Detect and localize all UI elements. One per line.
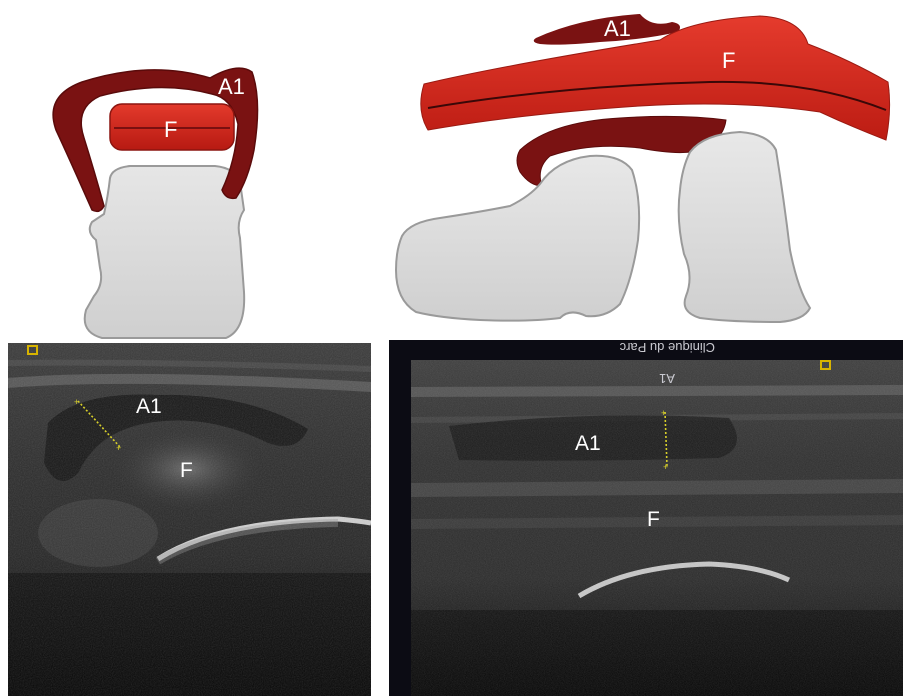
- svg-text:+: +: [663, 462, 668, 472]
- svg-text:+: +: [116, 443, 121, 453]
- pulley-label: A1: [136, 395, 162, 418]
- pulley-label: A1: [218, 74, 245, 99]
- metacarpal-bone-shape: [396, 156, 639, 321]
- tendon-label: F: [647, 508, 660, 531]
- ultrasound-sagittal: + + Clinique du Parc A1 A1 F: [389, 340, 903, 696]
- pulley-label: A1: [575, 432, 601, 455]
- tendon-label: F: [180, 459, 193, 482]
- tendon-label: F: [722, 48, 735, 73]
- bone-shape: [85, 166, 244, 338]
- svg-text:+: +: [661, 408, 666, 418]
- phalanx-bone-shape: [679, 132, 810, 322]
- transverse-diagram: A1 F: [0, 0, 380, 345]
- clinic-header: Clinique du Parc: [619, 340, 715, 355]
- sagittal-diagram: A1 F: [380, 0, 903, 340]
- mirrored-a1-marker: A1: [659, 371, 675, 386]
- ultrasound-transverse: + + A1 F: [8, 343, 371, 696]
- pulley-label: A1: [604, 16, 631, 41]
- tendon-label: F: [164, 117, 177, 142]
- svg-text:+: +: [74, 397, 79, 407]
